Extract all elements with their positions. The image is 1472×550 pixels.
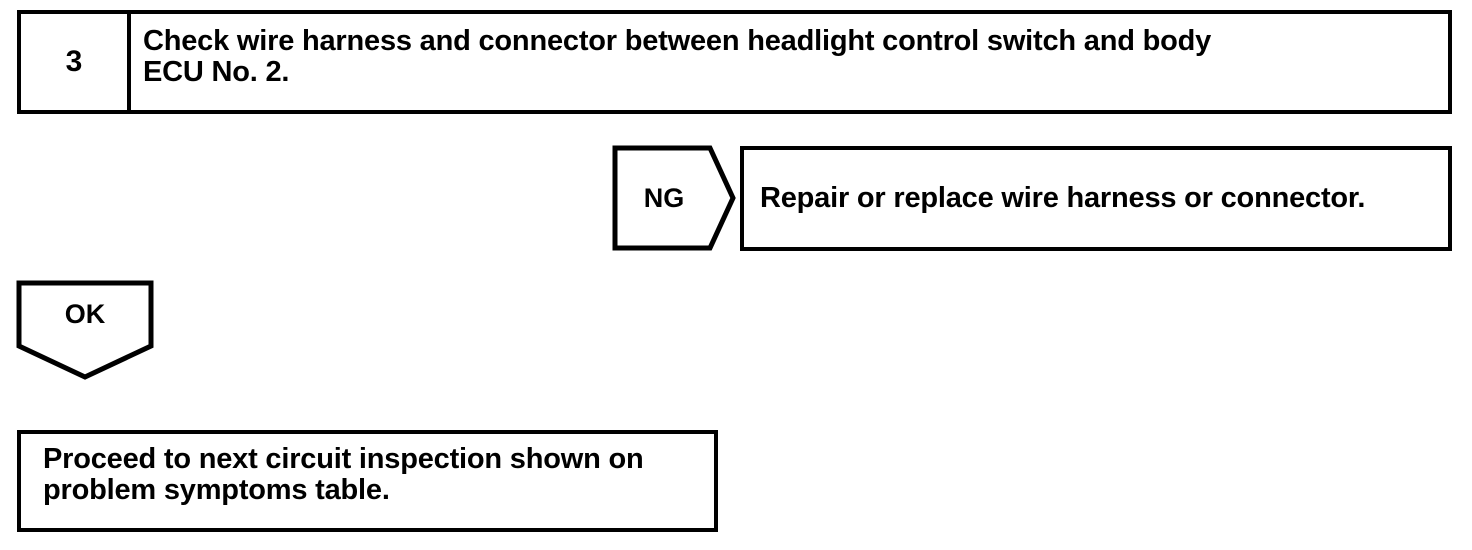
ok-result-box: Proceed to next circuit inspection shown… bbox=[17, 430, 718, 532]
ng-branch-arrow bbox=[612, 145, 736, 251]
step-instruction-text: Check wire harness and connector between… bbox=[143, 25, 1212, 89]
step-row: 3 Check wire harness and connector betwe… bbox=[17, 10, 1452, 114]
ok-branch-arrow bbox=[16, 280, 154, 380]
step-number: 3 bbox=[65, 45, 83, 78]
step-number-cell: 3 bbox=[21, 14, 131, 110]
ng-result-box: Repair or replace wire harness or connec… bbox=[740, 146, 1452, 251]
ng-pentagon-shape bbox=[612, 145, 736, 251]
ng-result-text: Repair or replace wire harness or connec… bbox=[760, 181, 1366, 214]
step-instruction-cell: Check wire harness and connector between… bbox=[131, 14, 1448, 110]
ok-result-text: Proceed to next circuit inspection shown… bbox=[43, 443, 644, 507]
ok-pentagon-shape bbox=[16, 280, 154, 380]
